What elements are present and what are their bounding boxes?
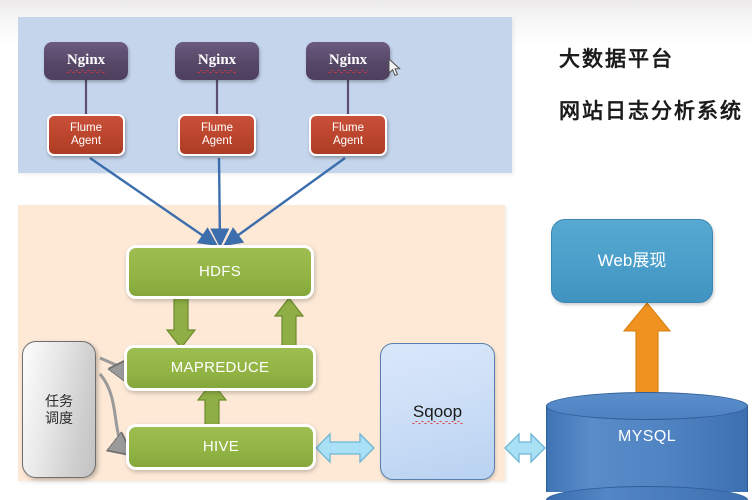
node-web-presentation[interactable]: Web展现	[551, 219, 713, 303]
flume-label-3a: Flume	[332, 121, 364, 134]
link-sqoop-mysql	[504, 432, 546, 464]
nginx-label-1: Nginx	[65, 52, 107, 73]
nginx-label-3: Nginx	[327, 52, 369, 73]
flume-label-3b: Agent	[332, 135, 364, 147]
node-nginx-3[interactable]: Nginx	[306, 42, 390, 80]
web-presentation-label: Web展现	[597, 251, 667, 271]
node-flume-agent-1[interactable]: Flume Agent	[47, 114, 125, 156]
node-nginx-2[interactable]: Nginx	[175, 42, 259, 80]
cylinder-top	[546, 392, 748, 420]
node-sqoop[interactable]: Sqoop	[380, 343, 495, 480]
hive-label: HIVE	[202, 438, 240, 456]
node-hive[interactable]: HIVE	[126, 424, 316, 470]
sqoop-label: Sqoop	[411, 401, 464, 424]
node-task-scheduler[interactable]: 任务 调度	[22, 341, 96, 478]
node-flume-agent-3[interactable]: Flume Agent	[309, 114, 387, 156]
mysql-label: MYSQL	[617, 428, 676, 445]
scheduler-label-line2: 调度	[45, 409, 73, 426]
node-flume-agent-2[interactable]: Flume Agent	[178, 114, 256, 156]
nginx-label-2: Nginx	[196, 52, 238, 73]
node-mysql-database[interactable]: MYSQL	[546, 392, 748, 500]
flume-label-1b: Agent	[70, 135, 102, 147]
node-mapreduce[interactable]: MAPREDUCE	[124, 345, 316, 391]
node-nginx-1[interactable]: Nginx	[44, 42, 128, 80]
cylinder-body	[546, 406, 748, 492]
hdfs-label: HDFS	[198, 263, 242, 281]
flume-label-2b: Agent	[201, 135, 233, 147]
mouse-pointer-icon	[388, 58, 401, 77]
node-hdfs[interactable]: HDFS	[126, 245, 314, 299]
caption-system-subtitle: 网站日志分析系统	[559, 99, 743, 123]
caption-platform-title: 大数据平台	[559, 47, 674, 71]
mapreduce-label: MAPREDUCE	[170, 359, 270, 377]
flume-label-1a: Flume	[70, 121, 102, 134]
scheduler-label-line1: 任务	[45, 393, 73, 410]
link-mysql-webshow	[622, 302, 672, 395]
flume-label-2a: Flume	[201, 121, 233, 134]
